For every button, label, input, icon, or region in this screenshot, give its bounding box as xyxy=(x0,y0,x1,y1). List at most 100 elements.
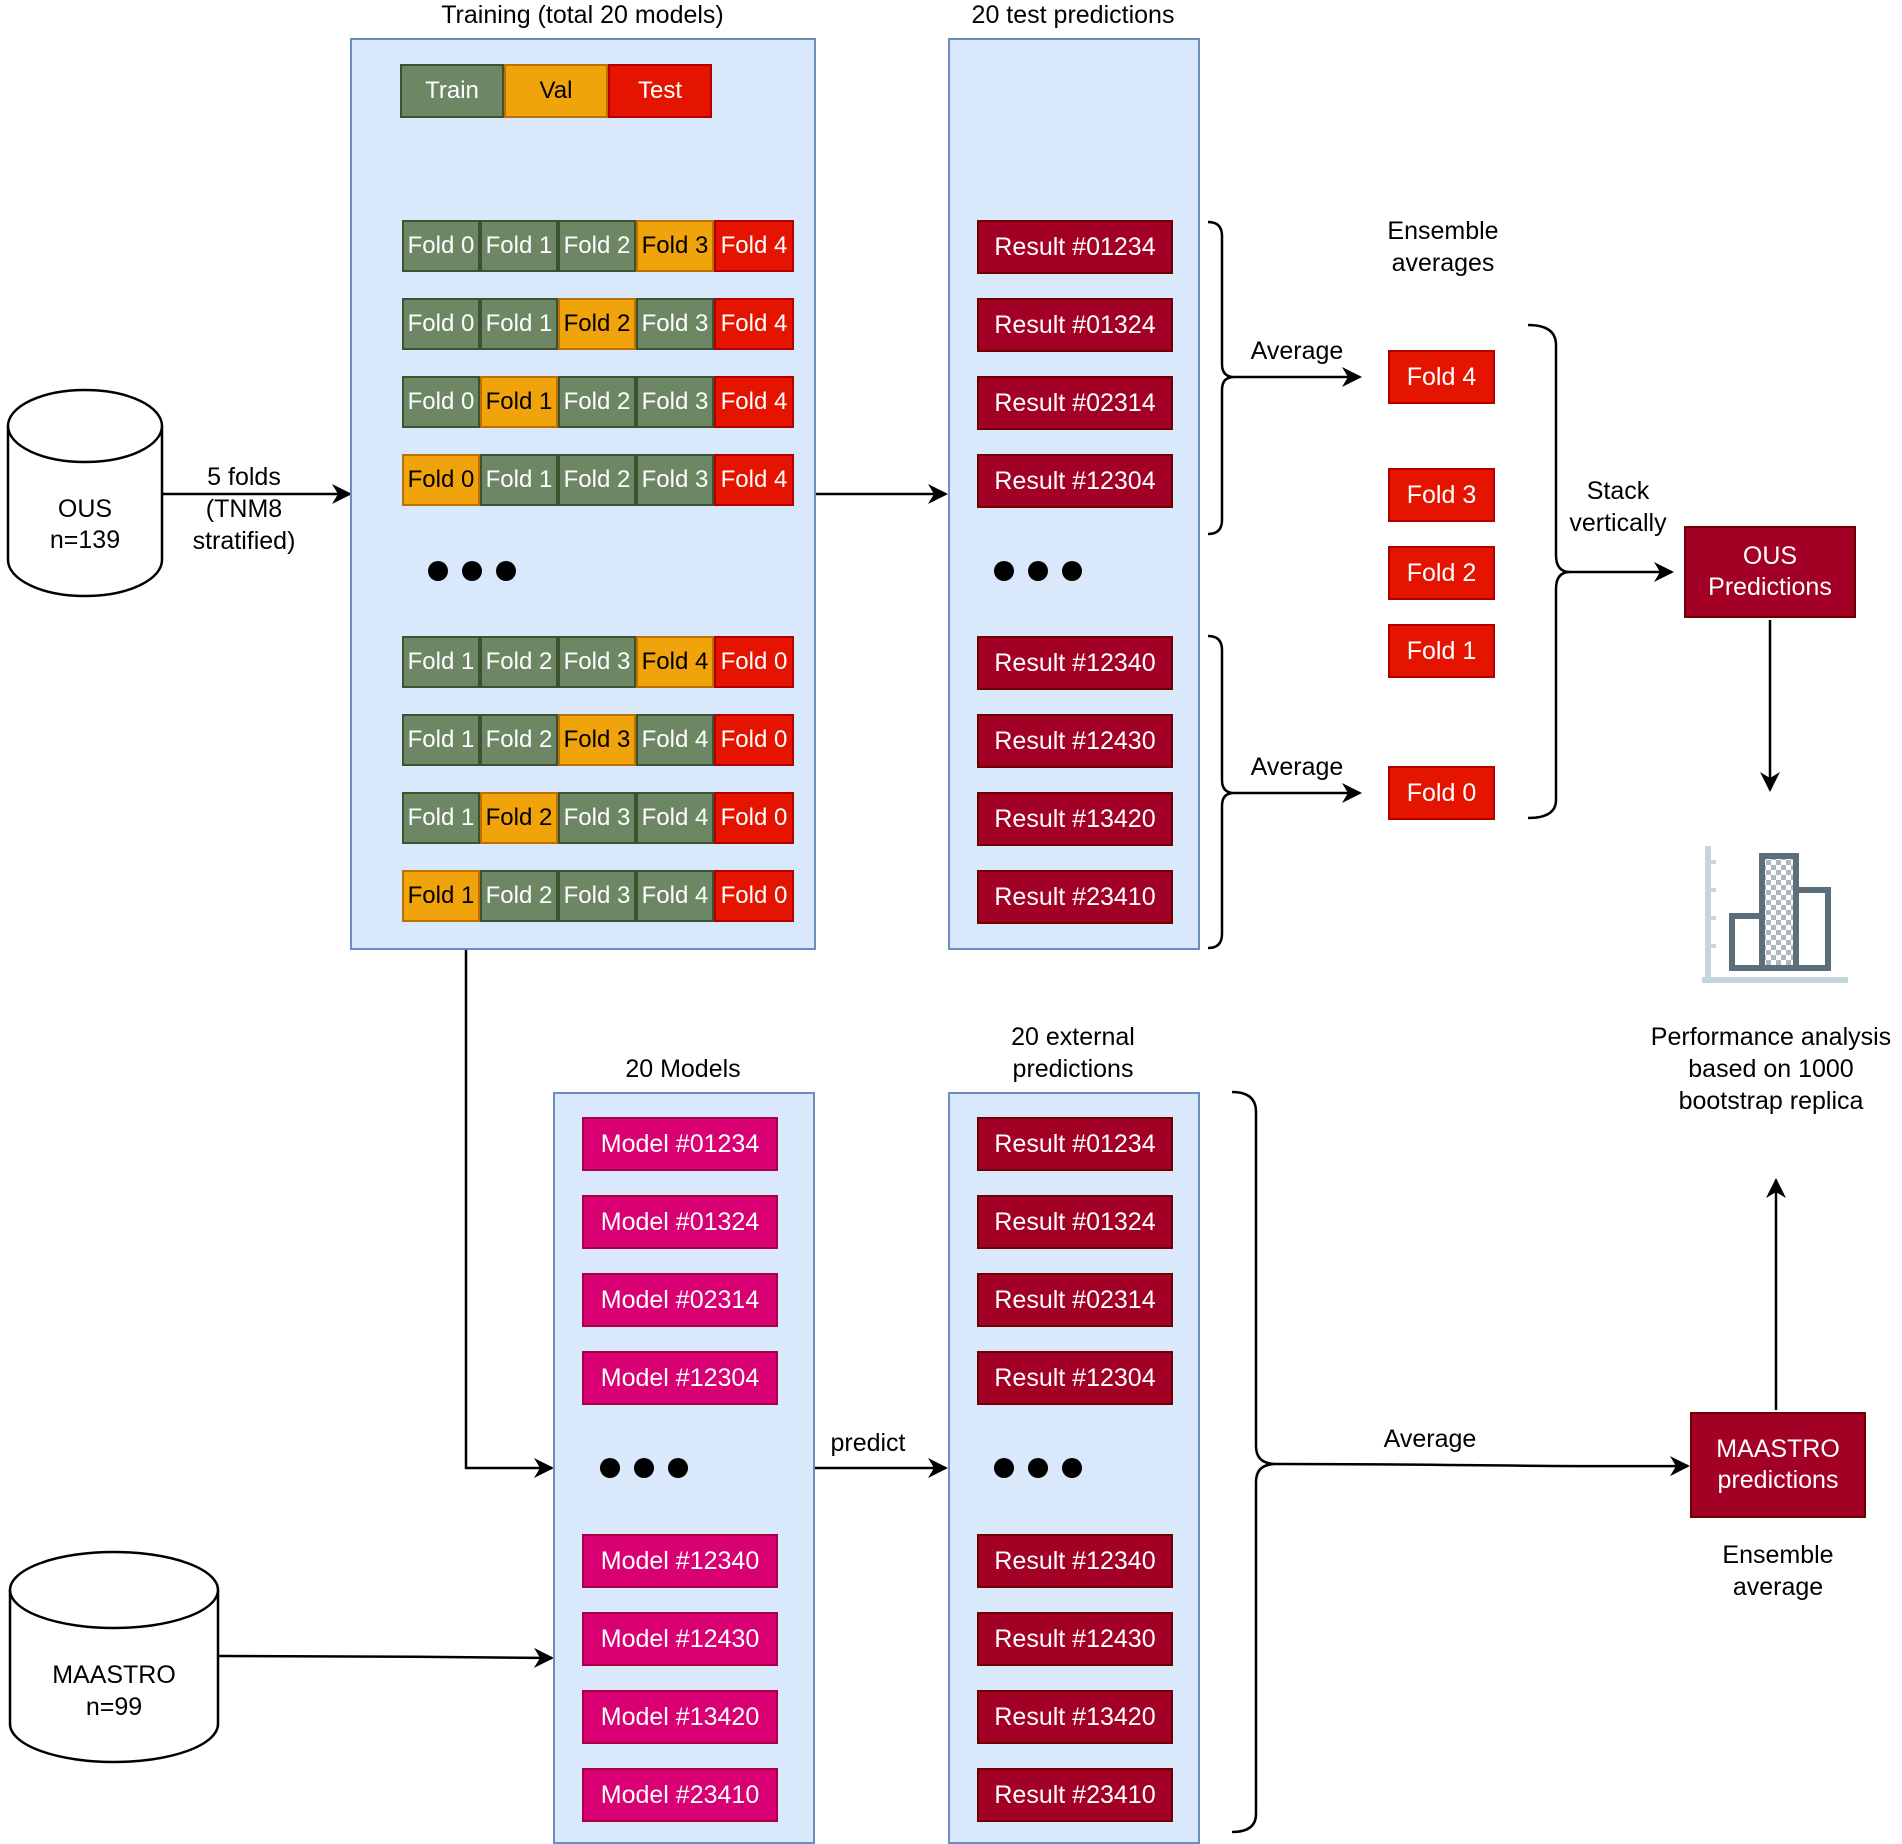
test-predictions-ellipsis xyxy=(994,561,1082,581)
database-cylinder-icon xyxy=(6,388,164,598)
fold-cell-train: Fold 2 xyxy=(480,636,558,688)
fold-cell-train: Fold 1 xyxy=(480,220,558,272)
ous-name: OUS xyxy=(57,495,113,523)
fold-cell-test: Fold 0 xyxy=(714,714,794,766)
maastro-average-arrow xyxy=(1275,1456,1690,1477)
maastro-count: n=99 xyxy=(85,1693,143,1721)
ous-predictions-line1: OUS xyxy=(1742,542,1798,570)
fold-cell-val: Fold 3 xyxy=(636,220,714,272)
stack-label-2: vertically xyxy=(1569,509,1667,537)
maastro-average-label: Average xyxy=(1383,1425,1477,1453)
ensemble-title-2: averages xyxy=(1391,249,1495,277)
fold-cell-test: Fold 0 xyxy=(714,870,794,922)
ensemble-title-1: Ensemble xyxy=(1387,217,1499,245)
maastro-dataset: MAASTRO n=99 xyxy=(8,1550,220,1764)
result-box: Result #12430 xyxy=(977,714,1173,768)
ous-predictions-box: OUS Predictions xyxy=(1684,526,1856,618)
fold-cell-test: Fold 4 xyxy=(714,298,794,350)
model-box: Model #12304 xyxy=(582,1351,778,1405)
fold-cell-val: Fold 2 xyxy=(480,792,558,844)
fold-cell-test: Fold 4 xyxy=(714,220,794,272)
result-box: Result #01324 xyxy=(977,1195,1173,1249)
performance-label-1: Performance analysis xyxy=(1650,1023,1892,1051)
result-box: Result #02314 xyxy=(977,1273,1173,1327)
average-top-label: Average xyxy=(1250,337,1344,365)
legend-val: Val xyxy=(504,64,608,118)
model-box: Model #12340 xyxy=(582,1534,778,1588)
models-title: 20 Models xyxy=(625,1055,741,1083)
fold-cell-val: Fold 0 xyxy=(402,454,480,506)
fold-cell-val: Fold 1 xyxy=(480,376,558,428)
fold-cell-test: Fold 0 xyxy=(714,792,794,844)
training-to-models-arrow xyxy=(464,948,554,1478)
result-box: Result #23410 xyxy=(977,1768,1173,1822)
ensemble-fold-1: Fold 1 xyxy=(1388,624,1495,678)
performance-label-2: based on 1000 xyxy=(1688,1055,1854,1083)
fold-cell-train: Fold 2 xyxy=(480,714,558,766)
model-box: Model #01324 xyxy=(582,1195,778,1249)
folds-label-3: stratified) xyxy=(192,527,296,555)
ous-predictions-line2: Predictions xyxy=(1708,573,1832,601)
fold-cell-train: Fold 2 xyxy=(480,870,558,922)
model-box: Model #12430 xyxy=(582,1612,778,1666)
training-ellipsis xyxy=(428,561,516,581)
ensemble-fold-3: Fold 3 xyxy=(1388,468,1495,522)
fold-cell-val: Fold 1 xyxy=(402,870,480,922)
fold-cell-train: Fold 0 xyxy=(402,220,480,272)
ous-dataset: OUS n=139 xyxy=(6,388,164,598)
result-box: Result #02314 xyxy=(977,376,1173,430)
predict-label: predict xyxy=(830,1429,906,1457)
result-box: Result #12304 xyxy=(977,454,1173,508)
performance-label-3: bootstrap replica xyxy=(1678,1087,1864,1115)
bar-chart-icon xyxy=(1702,846,1848,983)
legend-test: Test xyxy=(608,64,712,118)
fold-cell-val: Fold 4 xyxy=(636,636,714,688)
maastro-to-models-arrow xyxy=(217,1647,554,1668)
brace-external xyxy=(1231,1090,1277,1834)
fold-cell-train: Fold 1 xyxy=(480,454,558,506)
brace-stack xyxy=(1527,323,1571,820)
external-title-2: predictions xyxy=(1012,1055,1134,1083)
fold-cell-train: Fold 4 xyxy=(636,792,714,844)
ensemble-fold-4: Fold 4 xyxy=(1388,350,1495,404)
model-box: Model #23410 xyxy=(582,1768,778,1822)
fold-cell-train: Fold 2 xyxy=(558,220,636,272)
fold-cell-test: Fold 4 xyxy=(714,376,794,428)
fold-cell-train: Fold 0 xyxy=(402,298,480,350)
result-box: Result #12340 xyxy=(977,636,1173,690)
fold-cell-train: Fold 4 xyxy=(636,714,714,766)
maastro-predictions-line2: predictions xyxy=(1717,1466,1839,1494)
external-title-1: 20 external xyxy=(1011,1023,1135,1051)
fold-cell-train: Fold 0 xyxy=(402,376,480,428)
fold-cell-val: Fold 3 xyxy=(558,714,636,766)
database-cylinder-icon xyxy=(8,1550,220,1764)
maastro-predictions-box: MAASTRO predictions xyxy=(1690,1412,1866,1518)
external-ellipsis xyxy=(994,1458,1082,1478)
fold-cell-val: Fold 2 xyxy=(558,298,636,350)
fold-cell-train: Fold 1 xyxy=(402,636,480,688)
fold-cell-test: Fold 4 xyxy=(714,454,794,506)
stack-label-1: Stack xyxy=(1586,477,1650,505)
fold-cell-train: Fold 2 xyxy=(558,454,636,506)
folds-label-2: (TNM8 xyxy=(205,495,283,523)
result-box: Result #12340 xyxy=(977,1534,1173,1588)
fold-cell-train: Fold 1 xyxy=(402,714,480,766)
result-box: Result #12304 xyxy=(977,1351,1173,1405)
brace-top xyxy=(1207,220,1235,536)
maastro-name: MAASTRO xyxy=(52,1661,176,1689)
ensemble-average-2: average xyxy=(1732,1573,1824,1601)
result-box: Result #12430 xyxy=(977,1612,1173,1666)
fold-cell-train: Fold 2 xyxy=(558,376,636,428)
fold-cell-train: Fold 1 xyxy=(402,792,480,844)
result-box: Result #01234 xyxy=(977,220,1173,274)
brace-bottom xyxy=(1207,634,1235,950)
model-box: Model #02314 xyxy=(582,1273,778,1327)
fold-cell-test: Fold 0 xyxy=(714,636,794,688)
fold-cell-train: Fold 3 xyxy=(636,376,714,428)
ensemble-average-1: Ensemble xyxy=(1722,1541,1834,1569)
ous-count: n=139 xyxy=(49,526,121,554)
test-predictions-title: 20 test predictions xyxy=(971,1,1175,29)
result-box: Result #01234 xyxy=(977,1117,1173,1171)
fold-cell-train: Fold 3 xyxy=(558,636,636,688)
